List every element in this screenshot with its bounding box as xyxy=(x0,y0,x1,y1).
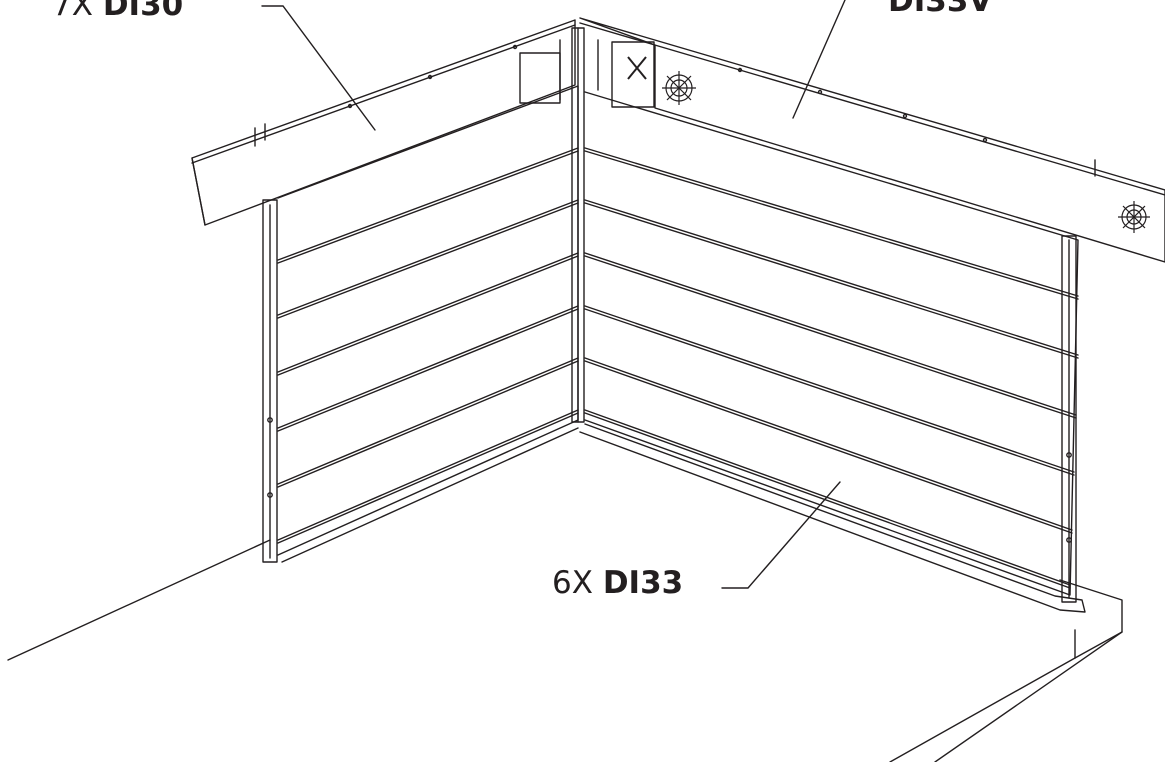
right-top-beam xyxy=(579,17,1165,263)
leader-line-left xyxy=(261,5,376,131)
callout-di33: 6X DI33 xyxy=(552,568,683,599)
floor-outline xyxy=(7,539,1123,762)
right-post xyxy=(1061,235,1077,603)
callout-quantity: 6X xyxy=(552,565,593,601)
left-post xyxy=(262,199,278,563)
left-wall xyxy=(277,85,579,563)
callout-quantity: 7X xyxy=(52,0,93,23)
callout-di33v: DI33V xyxy=(888,0,992,17)
vent-icon xyxy=(1118,201,1150,233)
leader-line-right xyxy=(792,0,846,119)
right-wall xyxy=(584,91,1079,596)
cross-icon xyxy=(627,56,647,80)
callout-part-code: DI33 xyxy=(602,565,684,601)
callout-part-code: DI33V xyxy=(888,0,993,19)
bottom-rail xyxy=(579,423,1086,613)
callout-di30: 7X DI30 xyxy=(52,0,183,21)
callout-part-code: DI30 xyxy=(102,0,184,23)
vent-icon xyxy=(662,71,696,105)
leader-line-bottom xyxy=(721,481,841,589)
left-top-beam xyxy=(191,19,576,226)
